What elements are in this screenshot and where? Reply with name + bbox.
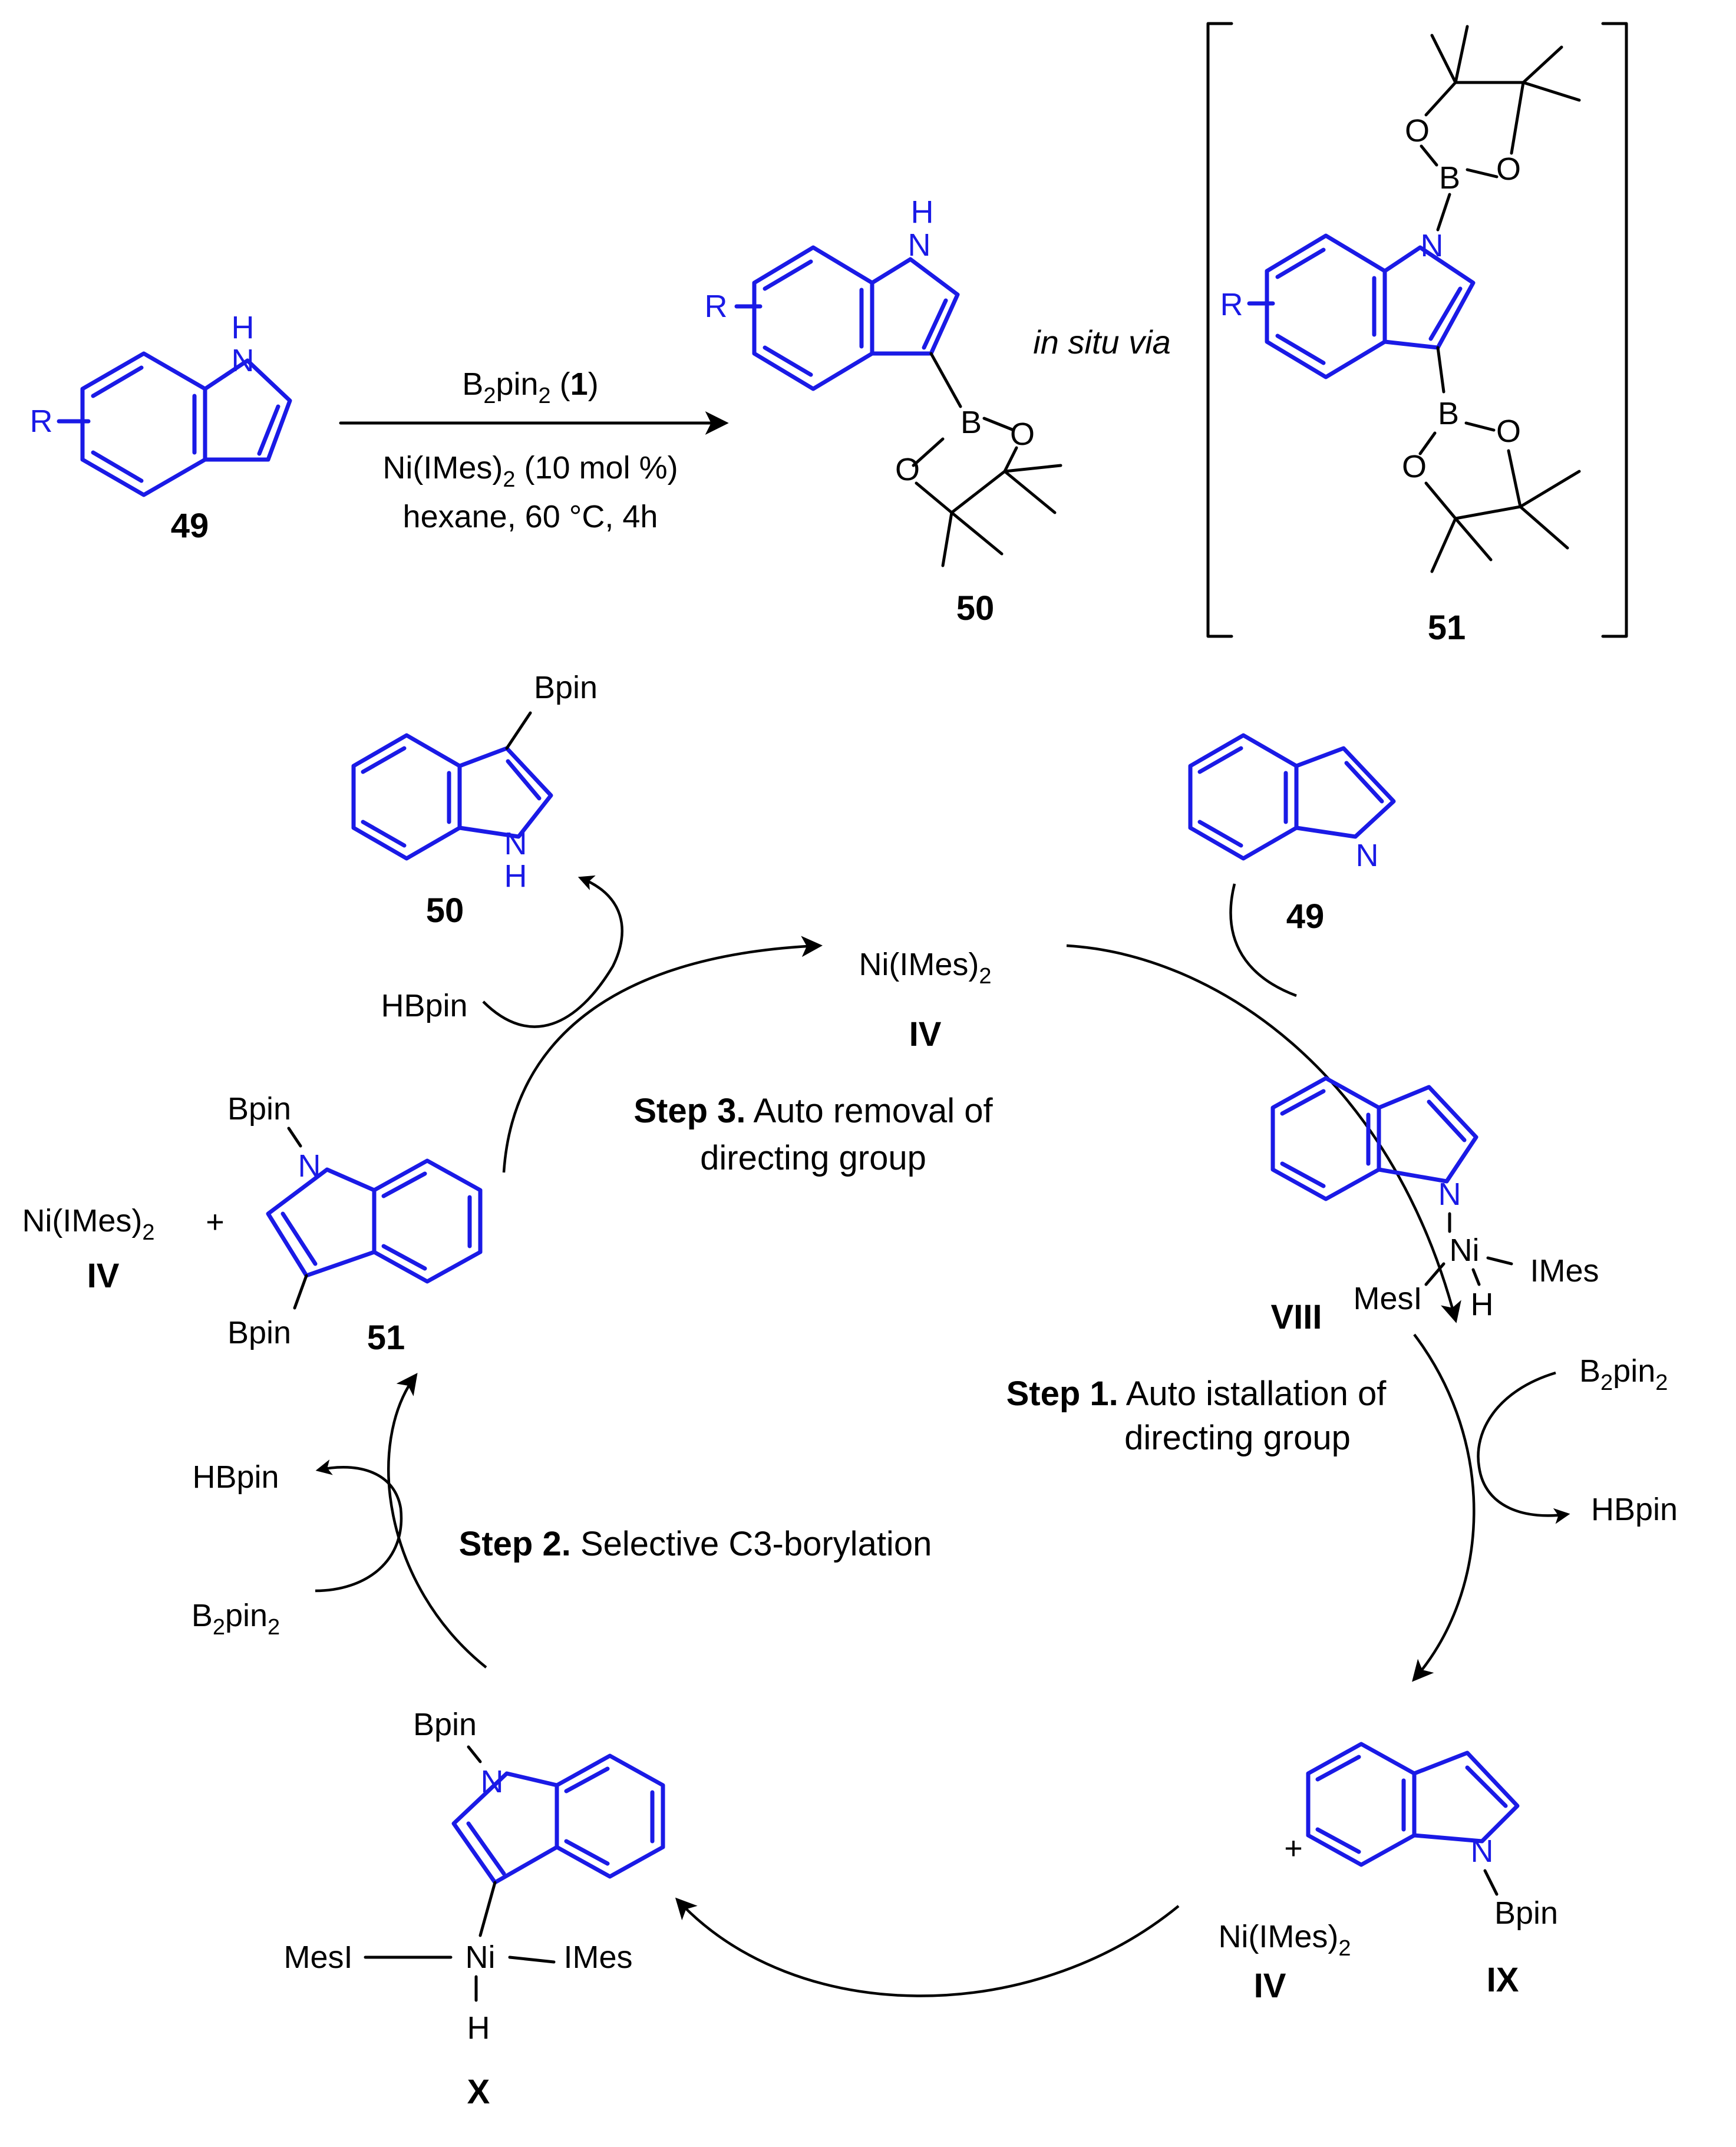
complex-viii-label: VIII: [1270, 1298, 1322, 1336]
b-label-50: B: [961, 405, 982, 440]
hbpin-right-label: HBpin: [1591, 1492, 1678, 1527]
top-catalyst-label: IV: [909, 1015, 942, 1053]
imes-label-viii: IMes: [1530, 1253, 1599, 1289]
reagent-text: B2pin2 (1): [462, 366, 598, 408]
compound-50-structure: H N R B O O: [705, 194, 1062, 567]
cycle-arrow-step1b: [1412, 1333, 1476, 1682]
n-label-51: N: [1421, 228, 1444, 263]
b2pin2-hbpin-arrow-left: [315, 1459, 403, 1593]
step1-text: Step 1. Auto istallation of: [1006, 1375, 1387, 1413]
complex-ix-label: IX: [1487, 1961, 1519, 1999]
complex-viii-structure: N Ni IMes MesI H: [1270, 1076, 1599, 1322]
catalyst-text: Ni(IMes)2 (10 mol %): [382, 450, 678, 492]
mesi-label-viii: MesI: [1353, 1281, 1422, 1316]
n-label-ix: N: [1471, 1834, 1494, 1869]
compound-51-structure: R N B O O B O O: [1220, 25, 1581, 573]
step3-text: Step 3. Auto removal of: [633, 1092, 993, 1130]
h-label-viii: H: [1471, 1287, 1494, 1322]
n-label-c49: N: [1356, 838, 1379, 873]
top-catalyst-text: Ni(IMes)2: [859, 947, 991, 989]
left-catalyst-label: IV: [87, 1257, 120, 1295]
cycle-compound-51-structure: N Bpin Bpin: [227, 1091, 483, 1350]
hbpin-left-label: HBpin: [192, 1459, 279, 1495]
hbpin-top-label: HBpin: [381, 988, 467, 1023]
n-label-c50: N: [504, 826, 527, 861]
o-label-51c: O: [1402, 449, 1427, 484]
ni-label-x: Ni: [466, 1940, 496, 1975]
nh-h-label-50: H: [911, 194, 934, 230]
cycle-compound-49-structure: N: [1188, 733, 1396, 873]
left-catalyst-text: Ni(IMes)2: [22, 1203, 154, 1245]
step1-text2: directing group: [1124, 1419, 1351, 1457]
cycle-compound-51-label: 51: [367, 1319, 405, 1357]
n-label-c51: N: [298, 1148, 321, 1184]
r-substituent-label: R: [30, 404, 53, 439]
hbpin-release-arrow-top: [482, 875, 623, 1028]
cycle-arrow-step2: [387, 1373, 487, 1669]
left-plus-sign: +: [206, 1204, 225, 1240]
imes-label-x: IMes: [563, 1940, 632, 1975]
step3-text2: directing group: [700, 1139, 926, 1177]
bottom-plus-sign: +: [1284, 1831, 1303, 1866]
o-label-51d: O: [1496, 414, 1521, 449]
indole-entry-arrow: [1229, 883, 1297, 997]
compound-50-label: 50: [956, 589, 995, 627]
b2pin2-right-label: B2pin2: [1579, 1353, 1668, 1395]
b-label-51-top: B: [1439, 160, 1460, 196]
o-label-50b: O: [1010, 417, 1035, 452]
bottom-catalyst-text: Ni(IMes)2: [1218, 1919, 1351, 1961]
cycle-arrow-step3: [502, 936, 823, 1173]
o-label-51b: O: [1496, 151, 1521, 187]
n-label-viii: N: [1438, 1177, 1461, 1212]
nh-h-label: H: [232, 310, 255, 345]
cycle-arrow-bottom: [675, 1897, 1180, 1997]
compound-49-label: 49: [171, 507, 209, 545]
complex-x-label: X: [467, 2073, 490, 2111]
bpin-label-c51-bottom: Bpin: [227, 1315, 291, 1350]
cycle-compound-50-label: 50: [426, 891, 464, 930]
nh-n-label-50: N: [908, 227, 931, 263]
cycle-compound-50-structure: Bpin N H: [351, 670, 598, 894]
in-situ-via-text: in situ via: [1033, 323, 1170, 361]
compound-51-label: 51: [1428, 609, 1466, 647]
right-bracket: [1601, 22, 1628, 638]
o-label-51a: O: [1405, 113, 1430, 148]
bpin-label-c51-top: Bpin: [227, 1091, 291, 1127]
mesi-label-x: MesI: [283, 1940, 352, 1975]
cycle-compound-49-label: 49: [1286, 897, 1325, 936]
bpin-label-50: Bpin: [534, 670, 598, 705]
step2-text: Step 2. Selective C3-borylation: [459, 1525, 932, 1563]
complex-x-structure: N Bpin Ni MesI IMes H: [283, 1707, 665, 2046]
b2pin2-left-label: B2pin2: [192, 1598, 280, 1640]
conditions-text: hexane, 60 °C, 4h: [403, 499, 658, 534]
bpin-label-ix: Bpin: [1494, 1895, 1558, 1931]
ni-label-viii: Ni: [1450, 1233, 1480, 1268]
r-label-50: R: [705, 289, 728, 324]
bottom-catalyst-label: IV: [1254, 1967, 1286, 2005]
o-label-50a: O: [895, 452, 920, 487]
nh-n-label: N: [232, 343, 255, 378]
complex-ix-structure: N Bpin: [1306, 1742, 1558, 1931]
n-label-x: N: [481, 1764, 504, 1799]
cycle-arrow-step1a: [1066, 944, 1461, 1323]
b2pin2-hbpin-arrow-right: [1477, 1371, 1570, 1524]
bpin-label-x: Bpin: [413, 1707, 477, 1742]
compound-49-structure: H N R: [30, 310, 292, 497]
left-bracket: [1206, 22, 1233, 638]
h-label-x: H: [467, 2010, 490, 2046]
b-label-51-bottom: B: [1438, 396, 1459, 431]
h-label-c50: H: [504, 858, 527, 894]
r-label-51: R: [1220, 287, 1243, 322]
